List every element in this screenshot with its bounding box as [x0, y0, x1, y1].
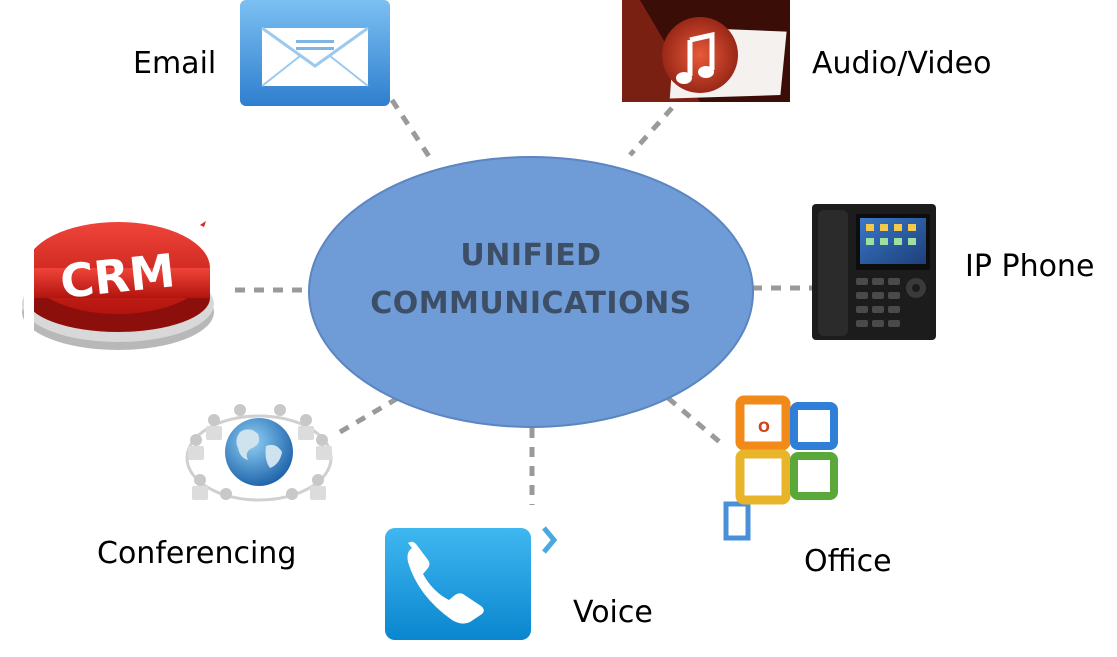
hub-title-line1: UNIFIED: [460, 238, 602, 273]
connector-lines: [235, 98, 812, 505]
crm-button-icon: CRM: [22, 221, 214, 354]
desk-phone-icon: [812, 204, 936, 340]
ip-phone-label: IP Phone: [965, 249, 1095, 284]
svg-text:O: O: [758, 420, 770, 436]
handset-icon: [385, 526, 558, 640]
conferencing-label: Conferencing: [97, 536, 297, 571]
crm-text: CRM: [58, 243, 178, 309]
connector-email: [389, 98, 433, 160]
hub-title-line2: COMMUNICATIONS: [370, 286, 692, 321]
connector-office: [666, 396, 737, 457]
hub-title: UNIFIED COMMUNICATIONS: [300, 232, 762, 328]
hub-ellipse: [308, 156, 754, 428]
envelope-icon: [240, 0, 390, 106]
office-label: Office: [804, 544, 892, 579]
connector-audio-video: [628, 106, 674, 157]
office-logo-icon: O: [723, 394, 850, 544]
voice-label: Voice: [573, 595, 653, 630]
audio-video-label: Audio/Video: [812, 46, 992, 81]
connector-conferencing: [338, 395, 400, 435]
music-note-icon: [622, 0, 790, 102]
email-label: Email: [133, 46, 217, 81]
globe-meeting-icon: [185, 404, 333, 502]
